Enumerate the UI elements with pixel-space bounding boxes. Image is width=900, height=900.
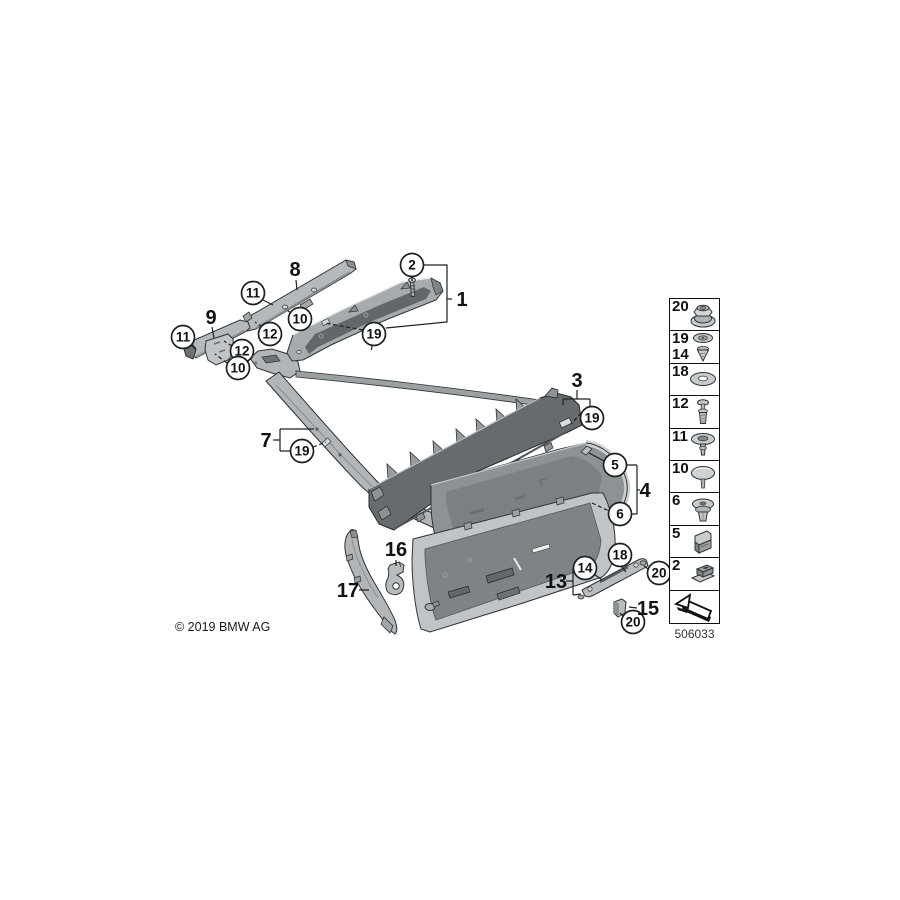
svg-text:19: 19 bbox=[584, 411, 599, 426]
callout-label-3[interactable]: 3 bbox=[571, 370, 582, 392]
legend-label: 19 bbox=[672, 330, 689, 348]
flange-nut-icon bbox=[690, 304, 716, 328]
part-2-screw bbox=[408, 277, 416, 298]
callout-label-7[interactable]: 7 bbox=[260, 430, 271, 452]
legend-row-11[interactable]: 11 bbox=[670, 429, 719, 461]
part-15-bracket bbox=[613, 598, 627, 618]
svg-text:20: 20 bbox=[651, 566, 666, 581]
dome-clip-icon bbox=[691, 466, 715, 489]
cap-and-tree-clip-icon bbox=[693, 332, 713, 362]
callout-circled-2[interactable]: 2 bbox=[399, 252, 425, 278]
callout-circled-6[interactable]: 6 bbox=[607, 501, 633, 527]
expansion-rivet-icon bbox=[697, 399, 709, 425]
callout-label-13[interactable]: 13 bbox=[545, 571, 567, 593]
legend-label: 11 bbox=[672, 427, 688, 445]
svg-text:20: 20 bbox=[625, 615, 640, 630]
callout-label-15[interactable]: 15 bbox=[637, 598, 659, 620]
legend-label: 18 bbox=[672, 362, 689, 380]
diagram-number: 506033 bbox=[674, 627, 715, 641]
svg-text:10: 10 bbox=[292, 312, 307, 327]
callout-circled-11[interactable]: 11 bbox=[240, 280, 266, 306]
legend-row-19-14[interactable]: 19 14 bbox=[670, 330, 719, 364]
callout-circled-20[interactable]: 20 bbox=[646, 560, 672, 586]
legend-label: 12 bbox=[672, 395, 689, 413]
legend-label: 2 bbox=[672, 557, 681, 575]
legend-row-10[interactable]: 10 bbox=[670, 459, 719, 494]
callout-circled-18[interactable]: 18 bbox=[607, 542, 633, 568]
callout-circled-19[interactable]: 19 bbox=[579, 405, 605, 431]
callout-label-17[interactable]: 17 bbox=[337, 580, 359, 602]
part-8-trim-strip bbox=[242, 259, 357, 332]
part-1-upper-trim-panel bbox=[286, 277, 444, 362]
svg-text:11: 11 bbox=[176, 330, 191, 345]
callout-circled-12[interactable]: 12 bbox=[257, 321, 283, 347]
callout-circled-11[interactable]: 11 bbox=[170, 324, 196, 350]
callout-label-4[interactable]: 4 bbox=[639, 480, 651, 502]
sheetmetal-clip-icon bbox=[694, 530, 712, 554]
svg-text:12: 12 bbox=[234, 344, 249, 359]
callout-circled-20[interactable]: 20 bbox=[620, 609, 646, 635]
legend-row-20[interactable]: 20 bbox=[670, 298, 719, 332]
callout-label-8[interactable]: 8 bbox=[289, 259, 300, 281]
svg-text:19: 19 bbox=[294, 444, 309, 459]
legend-label: 10 bbox=[672, 459, 689, 477]
callout-circled-5[interactable]: 5 bbox=[602, 452, 628, 478]
legend-row-2[interactable]: 2 bbox=[670, 557, 719, 591]
callout-label-16[interactable]: 16 bbox=[385, 539, 407, 561]
legend-row-direction[interactable] bbox=[670, 591, 719, 623]
legend-row-6[interactable]: 6 bbox=[670, 492, 719, 526]
fastener-legend: 20 19 14 18 12 bbox=[669, 298, 720, 624]
legend-label: 6 bbox=[672, 492, 681, 510]
cage-clip-icon bbox=[690, 564, 716, 583]
svg-text:5: 5 bbox=[611, 458, 619, 473]
svg-text:10: 10 bbox=[230, 361, 245, 376]
callout-label-1[interactable]: 1 bbox=[456, 289, 467, 311]
svg-text:18: 18 bbox=[612, 548, 628, 563]
legend-row-5[interactable]: 5 bbox=[670, 524, 719, 559]
part-9-trim-strip bbox=[183, 319, 251, 366]
copyright-notice: © 2019 BMW AG bbox=[175, 620, 271, 634]
flange-clip-icon bbox=[691, 433, 715, 456]
legend-row-12[interactable]: 12 bbox=[670, 395, 719, 429]
grommet-clip-icon bbox=[692, 498, 714, 522]
svg-text:2: 2 bbox=[408, 258, 416, 273]
svg-text:11: 11 bbox=[246, 286, 261, 301]
svg-text:12: 12 bbox=[262, 327, 277, 342]
part-17-side-trim bbox=[344, 529, 398, 635]
callout-circled-10[interactable]: 10 bbox=[225, 355, 251, 381]
legend-label: 5 bbox=[672, 524, 681, 542]
legend-label: 20 bbox=[672, 298, 689, 315]
part-16-bracket bbox=[385, 561, 405, 596]
direction-arrow-icon bbox=[673, 592, 712, 622]
tailgate-lower-panel bbox=[411, 492, 616, 633]
washer-icon bbox=[690, 372, 716, 387]
callout-circled-10[interactable]: 10 bbox=[287, 306, 313, 332]
svg-text:14: 14 bbox=[577, 561, 593, 576]
legend-label: 14 bbox=[672, 345, 689, 363]
callout-label-9[interactable]: 9 bbox=[205, 307, 216, 329]
callout-circled-19[interactable]: 19 bbox=[289, 438, 315, 464]
svg-text:19: 19 bbox=[366, 327, 381, 342]
callout-circled-19[interactable]: 19 bbox=[361, 321, 387, 347]
legend-row-18[interactable]: 18 bbox=[670, 362, 719, 397]
callout-circled-14[interactable]: 14 bbox=[572, 555, 598, 581]
svg-text:6: 6 bbox=[616, 507, 624, 522]
